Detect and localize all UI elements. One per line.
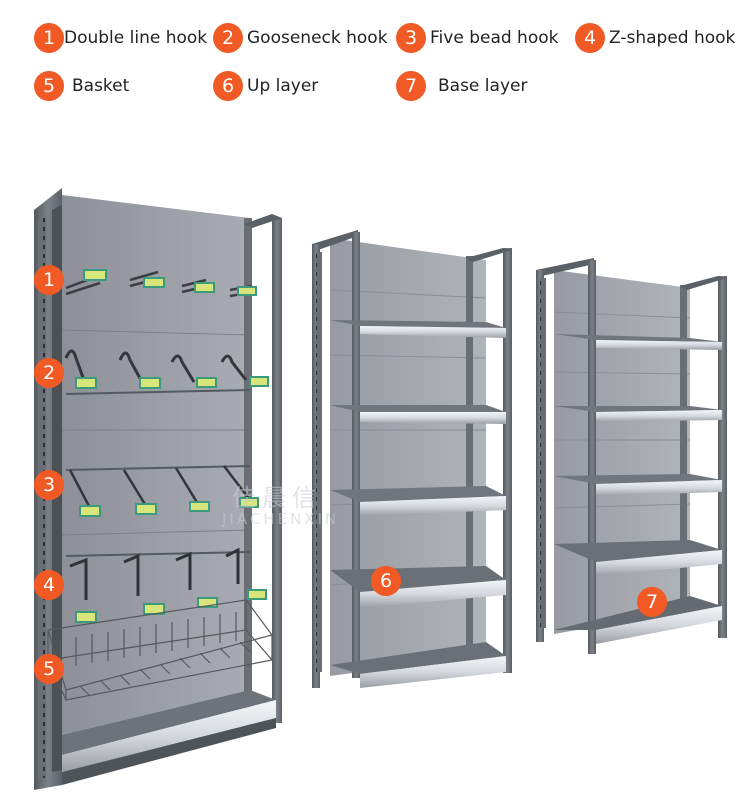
callout-7: 7 [637,587,667,617]
legend-label-3: Five bead hook [430,28,559,48]
legend-item-7: 7 Base layer [396,71,527,101]
legend-label-4: Z-shaped hook [609,28,736,48]
shelf-unit-up-layer [312,230,512,688]
legend-label-5: Basket [72,76,130,96]
callout-2: 2 [34,358,64,388]
badge-2: 2 [213,23,243,53]
watermark-logo: 佳晨信 [232,484,322,512]
legend-label-7: Base layer [438,76,528,96]
badge-6: 6 [213,71,243,101]
legend-label-1: Double line hook [64,28,208,48]
badge-5: 5 [34,71,64,101]
legend-label-2: Gooseneck hook [247,28,388,48]
callout-5: 5 [34,654,64,684]
callout-6: 6 [371,566,401,596]
legend-item-4: 4 Z-shaped hook [575,23,735,53]
shelf-unit-base-layer [536,258,727,654]
legend-item-5: 5 Basket [34,71,129,101]
legend-item-3: 3 Five bead hook [396,23,558,53]
callout-4: 4 [34,570,64,600]
badge-1: 1 [34,23,64,53]
legend-item-2: 2 Gooseneck hook [213,23,388,53]
watermark-text: JIACHENXIN [222,510,340,528]
badge-7: 7 [396,71,426,101]
callout-3: 3 [34,470,64,500]
badge-3: 3 [396,23,426,53]
legend-item-1: 1 Double line hook [34,23,207,53]
legend-item-6: 6 Up layer [213,71,318,101]
legend-label-6: Up layer [247,76,319,96]
callout-1: 1 [34,265,64,295]
badge-4: 4 [575,23,605,53]
